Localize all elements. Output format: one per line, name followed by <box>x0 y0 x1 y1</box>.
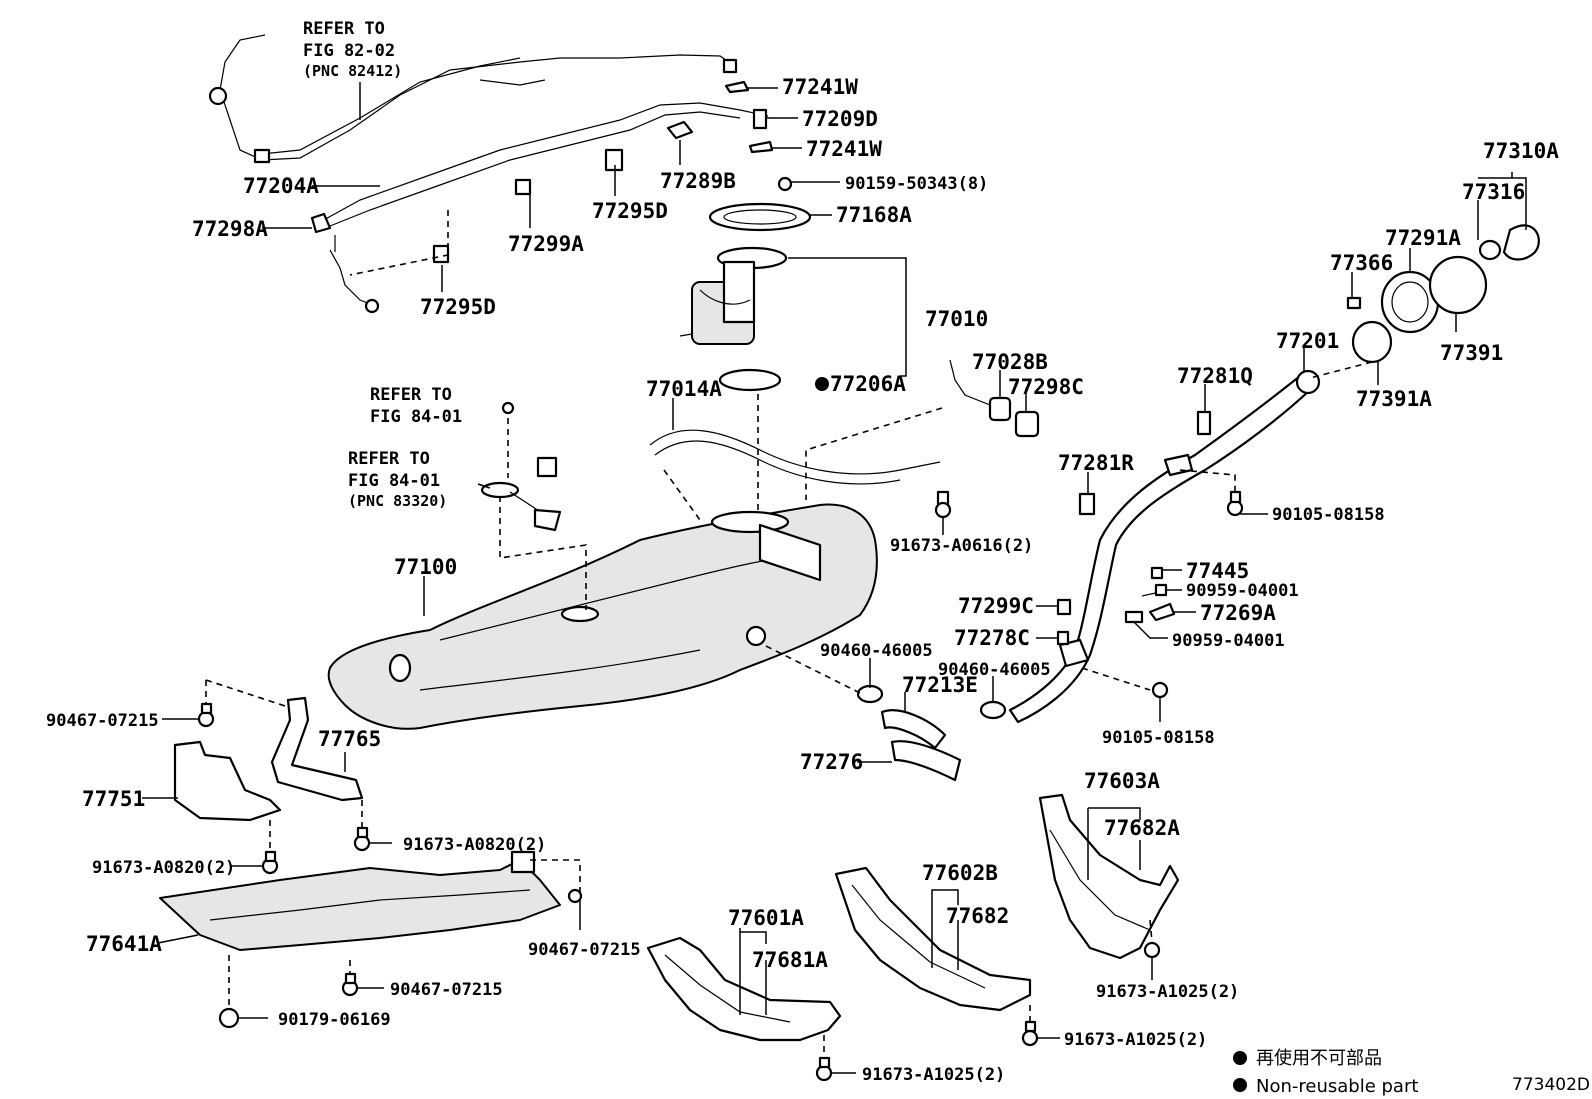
legend-japanese: 再使用不可部品 <box>1256 1048 1382 1069</box>
label-77281Q: 77281Q <box>1177 364 1253 388</box>
label-77681A: 77681A <box>752 948 828 972</box>
label-77601A: 77601A <box>728 906 804 930</box>
label-91673-A1025-a: 91673-A1025(2) <box>1096 982 1239 1002</box>
filler-cap-assembly <box>1346 224 1540 364</box>
label-77206A: 77206A <box>830 372 906 396</box>
small-hoses <box>1056 566 1176 646</box>
pump-gasket <box>718 368 782 392</box>
label-77241W-b: 77241W <box>806 137 882 161</box>
fuel-tank <box>327 503 878 730</box>
label-77602B: 77602B <box>922 861 998 885</box>
fuel-tube-assembly <box>208 34 769 314</box>
reference-labels: REFER TO FIG 82-02 (PNC 82412) REFER TO … <box>303 19 462 510</box>
ref-fig-84-01-a-line1: REFER TO <box>370 385 452 405</box>
label-91673-A0616: 91673-A0616(2) <box>890 536 1033 556</box>
label-77295D-a: 77295D <box>592 199 668 223</box>
label-77010: 77010 <box>925 307 988 331</box>
label-77641A: 77641A <box>86 932 162 956</box>
label-90959-04001-b: 90959-04001 <box>1172 631 1285 651</box>
label-90460-46005-a: 90460-46005 <box>820 641 933 661</box>
label-77299A: 77299A <box>508 232 584 256</box>
label-77014A: 77014A <box>646 377 722 401</box>
label-77201: 77201 <box>1276 329 1339 353</box>
label-77299C: 77299C <box>958 594 1034 618</box>
ref-fig-84-01-b-line2: FIG 84-01 <box>348 471 440 491</box>
label-90179-06169: 90179-06169 <box>278 1010 391 1030</box>
legend-bullet-1 <box>1233 1051 1247 1065</box>
leader-lines <box>142 82 1527 1074</box>
label-77241W-a: 77241W <box>782 75 858 99</box>
label-91673-A0820-b: 91673-A0820(2) <box>92 858 235 878</box>
label-77295D-b: 77295D <box>420 295 496 319</box>
label-91673-A1025-b: 91673-A1025(2) <box>1064 1030 1207 1050</box>
legend-bullet-2 <box>1233 1078 1247 1092</box>
figure-id: 773402D <box>1512 1075 1590 1095</box>
fill-hoses <box>745 625 1007 782</box>
tank-hose <box>649 429 941 475</box>
brackets-lower-left <box>173 696 364 822</box>
filler-neck-assembly <box>1008 369 1321 724</box>
label-77316: 77316 <box>1462 180 1525 204</box>
dashed-guides <box>205 210 1373 1058</box>
label-77269A: 77269A <box>1200 601 1276 625</box>
tank-protector <box>159 850 561 951</box>
label-77213E: 77213E <box>902 673 978 697</box>
label-77209D: 77209D <box>802 107 878 131</box>
label-90467-07215-b: 90467-07215 <box>528 940 641 960</box>
clip-77281R <box>1078 492 1096 516</box>
bolts <box>197 401 1244 1082</box>
label-77682A: 77682A <box>1104 816 1180 840</box>
label-77682: 77682 <box>946 904 1009 928</box>
label-77391A: 77391A <box>1356 387 1432 411</box>
label-91673-A0820-a: 91673-A0820(2) <box>403 835 546 855</box>
label-77291A: 77291A <box>1385 226 1461 250</box>
straps <box>646 793 1180 1042</box>
part-number-labels: 77241W 77209D 77241W 77204A 77289B 90159… <box>46 75 1559 1085</box>
non-reusable-mark-77206A <box>815 377 829 391</box>
fuel-sender-gauge <box>480 456 562 532</box>
label-90159-50343: 90159-50343(8) <box>845 174 988 194</box>
ref-fig-82-02-line1: REFER TO <box>303 19 385 39</box>
label-77445: 77445 <box>1186 559 1249 583</box>
label-77298A: 77298A <box>192 217 268 241</box>
label-77765: 77765 <box>318 727 381 751</box>
ref-fig-84-01-b-line1: REFER TO <box>348 449 430 469</box>
label-90105-08158-a: 90105-08158 <box>1272 505 1385 525</box>
label-77204A: 77204A <box>243 174 319 198</box>
label-77366: 77366 <box>1330 251 1393 275</box>
retainer-ring <box>708 202 812 232</box>
label-91673-A1025-c: 91673-A1025(2) <box>862 1065 1005 1085</box>
label-77278C: 77278C <box>954 626 1030 650</box>
label-90467-07215-c: 90467-07215 <box>390 980 503 1000</box>
label-77310A: 77310A <box>1483 139 1559 163</box>
label-77276: 77276 <box>800 750 863 774</box>
label-77298C: 77298C <box>1008 375 1084 399</box>
label-77281R: 77281R <box>1058 451 1134 475</box>
label-77603A: 77603A <box>1084 769 1160 793</box>
ref-fig-82-02-line3: (PNC 82412) <box>303 62 402 80</box>
label-77100: 77100 <box>394 555 457 579</box>
label-90467-07215-a: 90467-07215 <box>46 711 159 731</box>
label-77028B: 77028B <box>972 350 1048 374</box>
ref-fig-82-02-line2: FIG 82-02 <box>303 41 395 61</box>
clip-parts <box>310 80 793 264</box>
ref-fig-84-01-a-line2: FIG 84-01 <box>370 407 462 427</box>
label-77391: 77391 <box>1440 341 1503 365</box>
label-77751: 77751 <box>82 787 145 811</box>
ref-fig-84-01-b-line3: (PNC 83320) <box>348 492 447 510</box>
label-90959-04001-a: 90959-04001 <box>1186 581 1299 601</box>
label-77168A: 77168A <box>836 203 912 227</box>
fuel-pump-assembly <box>679 246 788 345</box>
label-90460-46005-b: 90460-46005 <box>938 660 1051 680</box>
legend-english: Non-reusable part <box>1256 1076 1418 1097</box>
label-90105-08158-b: 90105-08158 <box>1102 728 1215 748</box>
sensor-77281Q <box>1196 410 1212 436</box>
label-77289B: 77289B <box>660 169 736 193</box>
legend: 再使用不可部品 Non-reusable part <box>1233 1048 1418 1097</box>
